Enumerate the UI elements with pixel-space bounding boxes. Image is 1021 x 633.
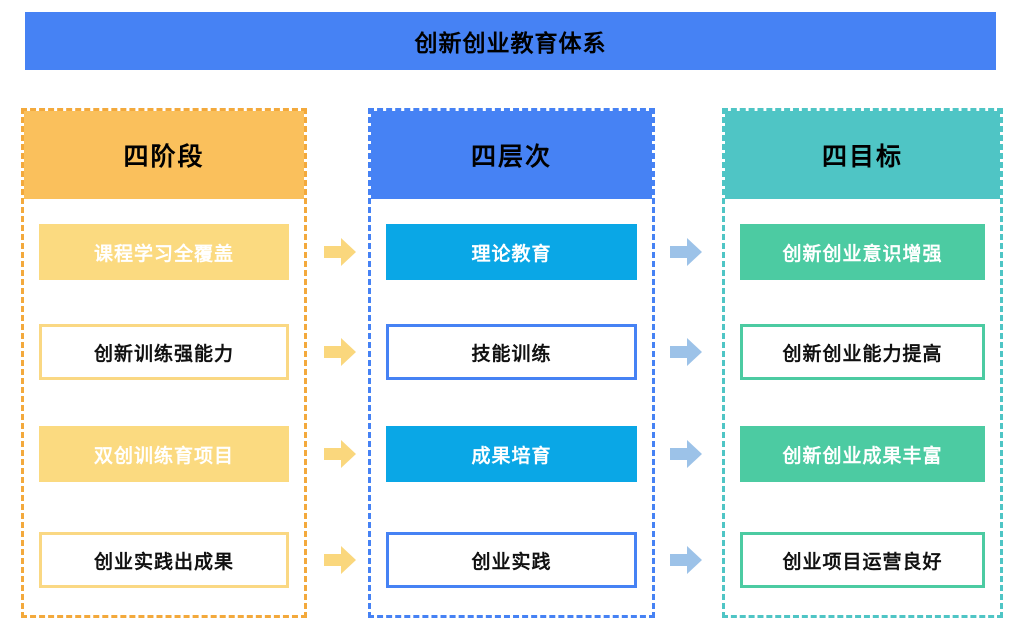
level-item-skill-training: 技能训练 bbox=[386, 324, 637, 380]
right-arrow-icon bbox=[324, 238, 356, 266]
stage-item-practice-results: 创业实践出成果 bbox=[39, 532, 289, 588]
page-title: 创新创业教育体系 bbox=[414, 30, 607, 56]
level-item-result-cultivation: 成果培育 bbox=[386, 426, 637, 482]
right-arrow-icon bbox=[670, 238, 702, 266]
goal-item-project-operation: 创业项目运营良好 bbox=[740, 532, 985, 588]
column-four-stages: 四阶段 课程学习全覆盖 创新训练强能力 双创训练育项目 创业实践出成果 bbox=[21, 108, 307, 618]
stage-item-course-coverage: 课程学习全覆盖 bbox=[39, 224, 289, 280]
right-arrow-icon bbox=[670, 440, 702, 468]
right-arrow-icon bbox=[670, 338, 702, 366]
right-arrow-icon bbox=[324, 440, 356, 468]
column-four-levels: 四层次 理论教育 技能训练 成果培育 创业实践 bbox=[368, 108, 655, 618]
right-arrow-icon bbox=[324, 338, 356, 366]
right-arrow-icon bbox=[324, 546, 356, 574]
goal-item-awareness-increase: 创新创业意识增强 bbox=[740, 224, 985, 280]
title-bar: 创新创业教育体系 bbox=[25, 12, 996, 70]
goal-item-rich-results: 创新创业成果丰富 bbox=[740, 426, 985, 482]
column-four-goals: 四目标 创新创业意识增强 创新创业能力提高 创新创业成果丰富 创业项目运营良好 bbox=[722, 108, 1003, 618]
stage-item-dual-training: 双创训练育项目 bbox=[39, 426, 289, 482]
level-item-entrepreneur-practice: 创业实践 bbox=[386, 532, 637, 588]
column-goals-header: 四目标 bbox=[725, 111, 1000, 199]
column-stages-header: 四阶段 bbox=[24, 111, 304, 199]
stage-item-innovation-training: 创新训练强能力 bbox=[39, 324, 289, 380]
level-item-theory-education: 理论教育 bbox=[386, 224, 637, 280]
column-levels-header: 四层次 bbox=[371, 111, 652, 199]
right-arrow-icon bbox=[670, 546, 702, 574]
goal-item-ability-improve: 创新创业能力提高 bbox=[740, 324, 985, 380]
